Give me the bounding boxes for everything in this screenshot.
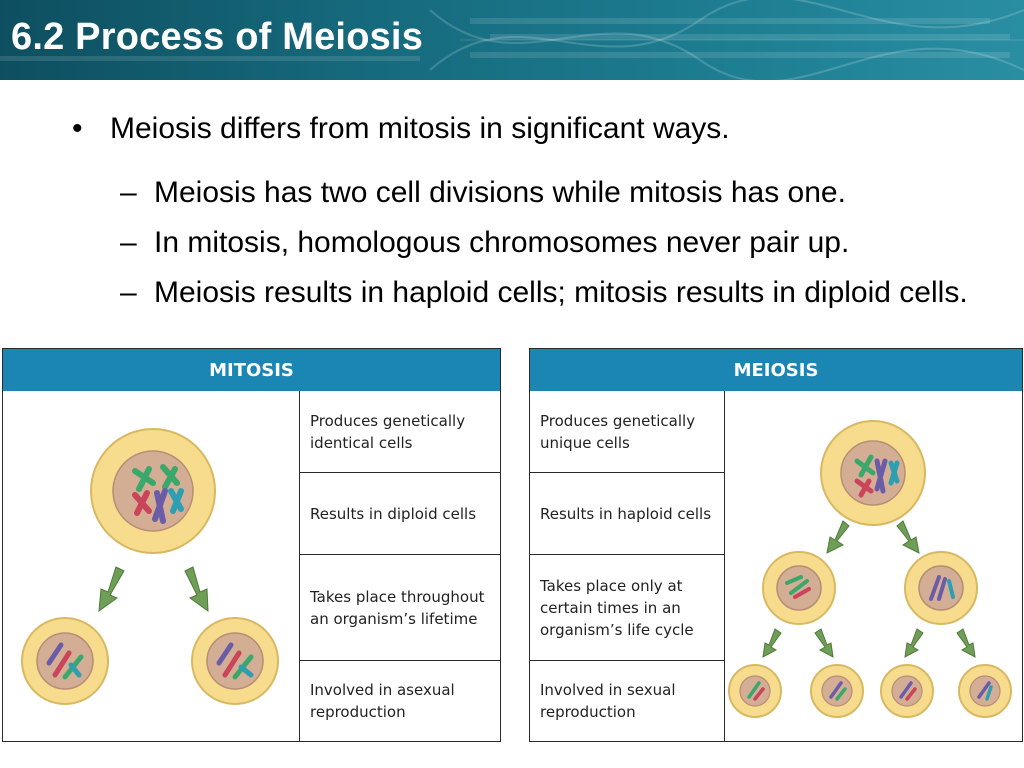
mitosis-illustration: [21, 428, 279, 705]
mitosis-header: MITOSIS: [3, 349, 500, 391]
bullet-text: Meiosis differs from mitosis in signific…: [110, 112, 730, 145]
meiosis-row: Takes place only at certain times in an …: [530, 555, 725, 661]
meiosis-row: Produces genetically unique cells: [530, 391, 725, 473]
mitosis-table: MITOSIS Produces genetically identical: [2, 348, 501, 742]
dash-marker: –: [120, 276, 137, 309]
mitosis-row: Results in diploid cells: [299, 473, 500, 555]
meiosis-illustration: [728, 420, 1012, 718]
mitosis-row: Produces genetically identical cells: [299, 391, 500, 473]
meiosis-row: Results in haploid cells: [530, 473, 725, 555]
subpoint-text: Meiosis results in haploid cells; mitosi…: [154, 276, 968, 309]
dna-helix-background: [0, 0, 1024, 80]
bullet-marker: •: [72, 112, 83, 145]
subpoint-text: Meiosis has two cell divisions while mit…: [154, 176, 846, 209]
meiosis-header: MEIOSIS: [530, 349, 1022, 391]
subpoint-2: – In mitosis, homologous chromosomes nev…: [120, 225, 1010, 261]
mitosis-row: Involved in asexual reproduction: [299, 661, 500, 741]
dash-marker: –: [120, 226, 137, 259]
subpoint-1: – Meiosis has two cell divisions while m…: [120, 175, 1010, 211]
slide-header: 6.2 Process of Meiosis: [0, 0, 1024, 80]
dash-marker: –: [120, 176, 137, 209]
meiosis-table: MEIOSIS Produces genetically unique cell…: [529, 348, 1023, 742]
mitosis-row: Takes place throughout an organism’s lif…: [299, 555, 500, 661]
page-title: 6.2 Process of Meiosis: [11, 16, 424, 58]
meiosis-row: Involved in sexual reproduction: [530, 661, 725, 741]
subpoint-3: – Meiosis results in haploid cells; mito…: [120, 275, 1010, 311]
subpoint-text: In mitosis, homologous chromosomes never…: [154, 226, 850, 259]
